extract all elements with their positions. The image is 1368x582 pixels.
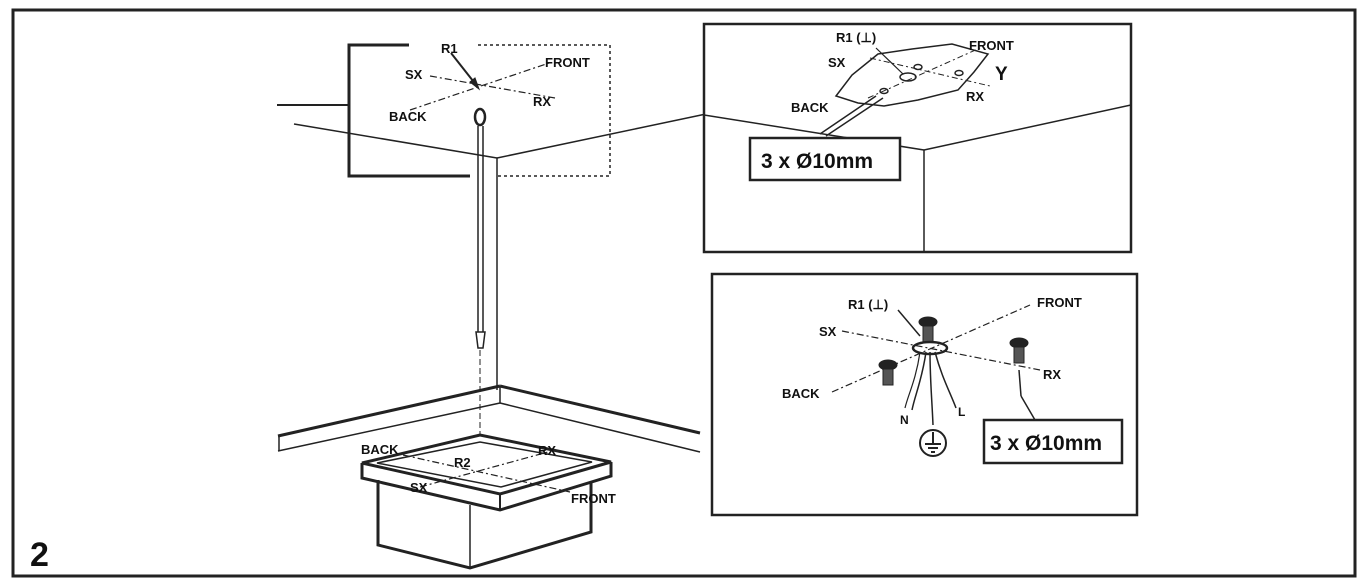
main-view [277, 43, 707, 570]
wire-n-strand [904, 351, 921, 409]
label-front: FRONT [969, 38, 1014, 53]
label-sx: SX [405, 67, 423, 82]
template-axis-sx-rx [869, 57, 991, 87]
screw-shank [922, 325, 934, 343]
worktop-back-edge [277, 384, 501, 438]
ceiling-axis-sx-rx [429, 75, 556, 99]
label-r1: R1 (⊥) [836, 30, 876, 45]
label-front: FRONT [545, 55, 590, 70]
paper-template [834, 43, 990, 107]
detail-bottom-frame [710, 272, 1139, 517]
holes-pointer [1020, 395, 1036, 421]
ceiling-edge-right [923, 104, 1131, 151]
detail-top: R1 (⊥) FRONT SX Y RX BACK 3 x Ø10mm [702, 22, 1133, 254]
hob-glass [376, 441, 593, 488]
label-n: N [900, 413, 909, 427]
label-r1: R1 [441, 41, 458, 56]
hob-axis-sx-rx [419, 451, 549, 488]
plumb-bob [475, 331, 486, 349]
hood-bracket [347, 43, 470, 178]
hole-mark [913, 63, 923, 71]
hole-mark [954, 69, 964, 77]
ceiling-edge-left [293, 123, 498, 159]
axis-sx-rx [841, 330, 1041, 371]
holes-callout-box [982, 418, 1124, 465]
hob-label-rx: RX [538, 443, 556, 458]
hob-axis-back-front [402, 454, 571, 493]
worktop-front-edge [277, 402, 501, 452]
holes-pointer [819, 95, 877, 135]
label-l: L [958, 405, 965, 419]
label-front: FRONT [1037, 295, 1082, 310]
r1-pointer [875, 47, 904, 75]
label-back: BACK [791, 100, 829, 115]
label-sx: SX [828, 55, 846, 70]
ceiling-edge-right [496, 113, 707, 159]
label-y: Y [995, 64, 1008, 85]
r1-pointer-head [469, 77, 481, 91]
label-back: BACK [389, 109, 427, 124]
ground-icon [919, 429, 947, 457]
wire-l [934, 351, 957, 409]
worktop-front-right-edge [499, 402, 701, 453]
label-back: BACK [782, 386, 820, 401]
figure-frame [11, 8, 1357, 578]
holes-pointer [1018, 369, 1022, 397]
worktop-right-edge [499, 384, 701, 435]
label-r1: R1 (⊥) [848, 297, 888, 312]
screw-shank [882, 368, 894, 386]
hob-label-back: BACK [361, 442, 399, 457]
detail-bottom: R1 (⊥) FRONT SX RX BACK N L 3 x Ø10mm [710, 272, 1139, 517]
holes-callout-box [748, 136, 902, 182]
r1-pointer [897, 309, 921, 337]
label-rx: RX [1043, 367, 1061, 382]
axis-back-front [831, 304, 1031, 393]
zoom-region [478, 44, 611, 177]
wire-n [911, 351, 927, 411]
hob-label-front: FRONT [571, 491, 616, 506]
label-sx: SX [819, 324, 837, 339]
label-rx: RX [966, 89, 984, 104]
template-axis-back-front [867, 47, 981, 99]
label-rx: RX [533, 94, 551, 109]
main-view-labels: R1 FRONT SX RX BACK BACK R2 RX SX FRONT [361, 41, 616, 506]
wire-earth [929, 351, 934, 426]
hob-label-r2: R2 [454, 455, 471, 470]
ceiling-axis-back-front [409, 61, 553, 111]
holes-callout: 3 x Ø10mm [990, 432, 1102, 455]
hole-mark [879, 87, 889, 95]
screw-shank [1013, 346, 1025, 364]
plumb-ring [473, 107, 487, 127]
holes-callout: 3 x Ø10mm [761, 150, 873, 173]
holes-pointer [825, 97, 884, 137]
hob-label-sx: SX [410, 480, 428, 495]
figure-number: 2 [30, 536, 49, 574]
hole-mark [899, 72, 917, 82]
